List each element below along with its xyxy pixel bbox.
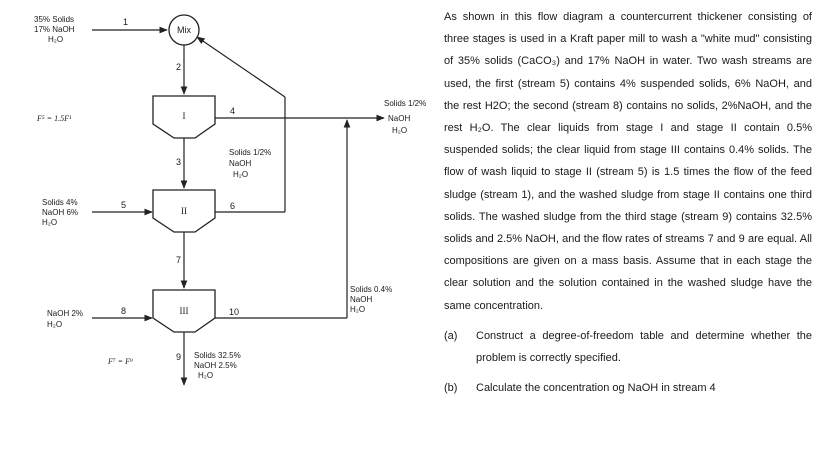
overflow-stage3-label: Solids 0.4% NaOH H₂O	[350, 285, 394, 314]
question-a: (a) Construct a degree-of-freedom table …	[444, 325, 812, 369]
stage-1-thickener	[152, 95, 216, 139]
stage-3-thickener	[152, 289, 216, 333]
stage-1-label: I	[183, 111, 186, 121]
overflow-stage2-label-line: Solids 1/2%	[229, 148, 271, 157]
stream-6-line	[196, 36, 286, 98]
product-label-line: NaOH	[388, 114, 410, 123]
underflow-9-label-line: NaOH 2.5%	[194, 361, 237, 370]
wash-8-label: NaOH 2% H₂O	[47, 309, 85, 329]
stream-4-number: 4	[230, 106, 235, 116]
feed-label-line: 35% Solids	[34, 15, 74, 24]
stream-6-number: 6	[230, 201, 235, 211]
product-label-line: Solids 1/2%	[384, 99, 426, 108]
relation-f5-f1: F⁵ = 1.5F¹	[36, 114, 72, 123]
stream-3-number: 3	[176, 157, 181, 167]
problem-statement: As shown in this flow diagram a counterc…	[444, 6, 812, 399]
wash-8-label-line: NaOH 2%	[47, 309, 83, 318]
stage-2-thickener	[152, 189, 216, 233]
wash-5-label-line: NaOH 6%	[42, 208, 78, 217]
question-a-label: (a)	[444, 329, 458, 342]
stage-2-label: II	[181, 206, 187, 216]
underflow-9-label-line: Solids 32.5%	[194, 351, 241, 360]
question-b: (b) Calculate the concentration og NaOH …	[444, 377, 812, 399]
problem-text: As shown in this flow diagram a counterc…	[444, 11, 812, 312]
overflow-stage2-label-line: NaOH	[229, 159, 251, 168]
question-b-text: Calculate the concentration og NaOH in s…	[476, 381, 716, 394]
stream-5-number: 5	[121, 200, 126, 210]
product-label-line: H₂O	[392, 126, 407, 135]
feed-label-line: 17% NaOH	[34, 25, 75, 34]
wash-8-label-line: H₂O	[47, 320, 62, 329]
stream-7-number: 7	[176, 255, 181, 265]
wash-5-label: Solids 4% NaOH 6% H₂O	[42, 198, 80, 227]
stream-8-number: 8	[121, 306, 126, 316]
feed-label-line: H₂O	[48, 35, 63, 44]
question-a-text: Construct a degree-of-freedom table and …	[476, 329, 812, 364]
overflow-stage3-label-line: NaOH	[350, 295, 372, 304]
overflow-stage3-label-line: Solids 0.4%	[350, 285, 392, 294]
stream-10-number: 10	[229, 307, 239, 317]
overflow-stage2-label-line: H₂O	[233, 170, 248, 179]
overflow-stage2-label: Solids 1/2% NaOH H₂O	[229, 148, 273, 179]
underflow-9-label-line: H₂O	[198, 371, 213, 380]
stream-2-number: 2	[176, 62, 181, 72]
stream-9-number: 9	[176, 352, 181, 362]
underflow-9-label: Solids 32.5% NaOH 2.5% H₂O	[194, 351, 243, 380]
relation-f7-f9: F⁷ = F⁹	[107, 357, 133, 366]
product-label: Solids 1/2% NaOH H₂O	[384, 99, 428, 135]
feed-label: 35% Solids 17% NaOH H₂O	[34, 15, 77, 44]
wash-5-label-line: Solids 4%	[42, 198, 78, 207]
stream-1-number: 1	[123, 17, 128, 27]
question-b-label: (b)	[444, 381, 458, 394]
wash-5-label-line: H₂O	[42, 218, 57, 227]
overflow-stage3-label-line: H₂O	[350, 305, 365, 314]
mixer-label: Mix	[177, 25, 191, 35]
stage-3-label: III	[180, 306, 189, 316]
flow-diagram: Mix 1 35% Solids 17% NaOH H₂O 2 I 4 Soli…	[34, 14, 428, 386]
